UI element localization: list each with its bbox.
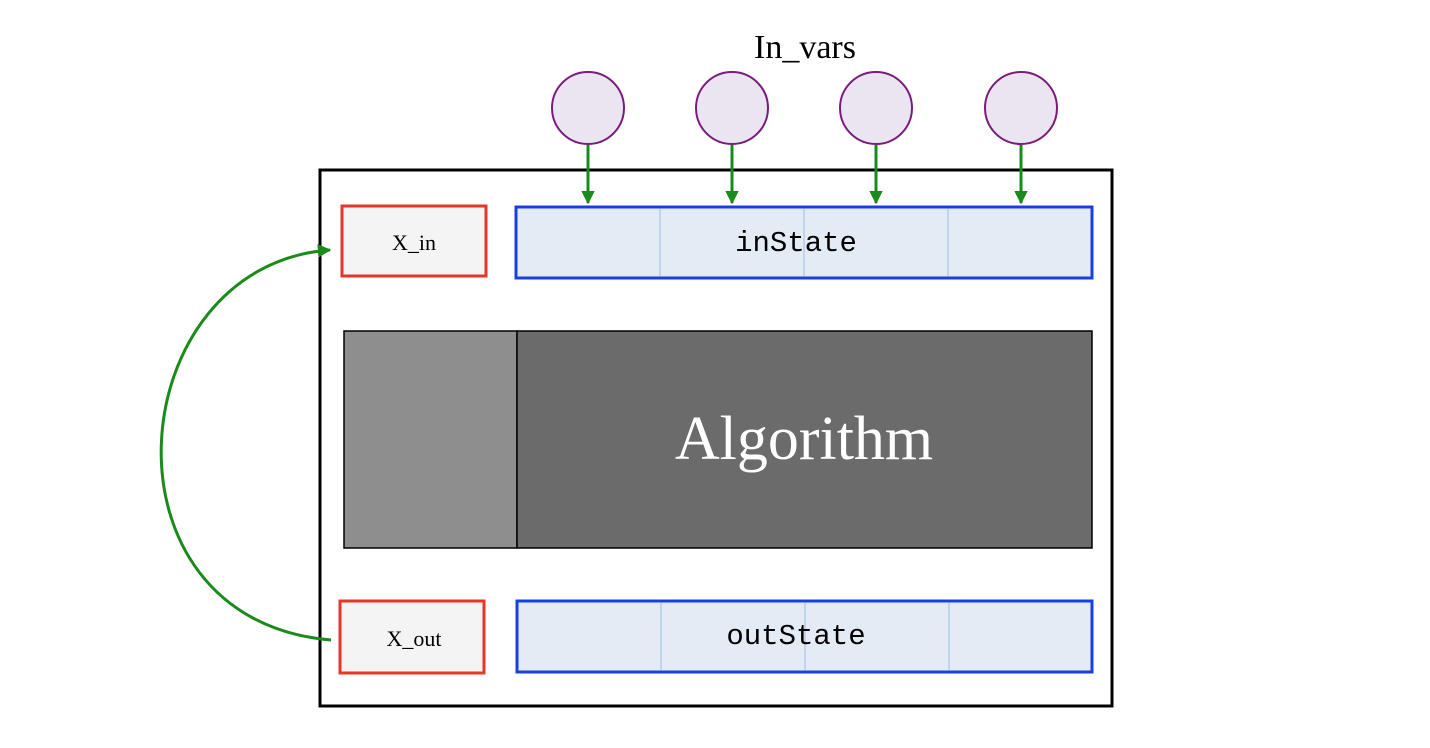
x-out-box: X_out xyxy=(338,599,486,675)
in-vars-nodes xyxy=(551,71,1058,145)
algorithm-side-panel xyxy=(343,330,518,549)
algorithm-main-panel xyxy=(516,330,1093,549)
x-out-label: X_out xyxy=(387,626,442,651)
algorithm-block: Algorithm xyxy=(343,330,1093,549)
in-var-node xyxy=(695,71,769,145)
feedback-arrow xyxy=(159,244,332,642)
in-vars-arrows xyxy=(581,145,1028,205)
in-state-label: inState xyxy=(735,227,857,260)
in-var-node xyxy=(551,71,625,145)
in-var-node xyxy=(839,71,913,145)
algorithm-label: Algorithm xyxy=(675,405,933,473)
in-vars-label: In_vars xyxy=(754,29,856,66)
x-in-box: X_in xyxy=(340,204,488,278)
out-state-box: outState xyxy=(515,599,1094,674)
outer-frame xyxy=(318,168,1114,708)
x-in-label: X_in xyxy=(392,230,436,255)
in-state-box: inState xyxy=(514,205,1094,280)
in-var-node xyxy=(984,71,1058,145)
out-state-label: outState xyxy=(726,620,865,653)
